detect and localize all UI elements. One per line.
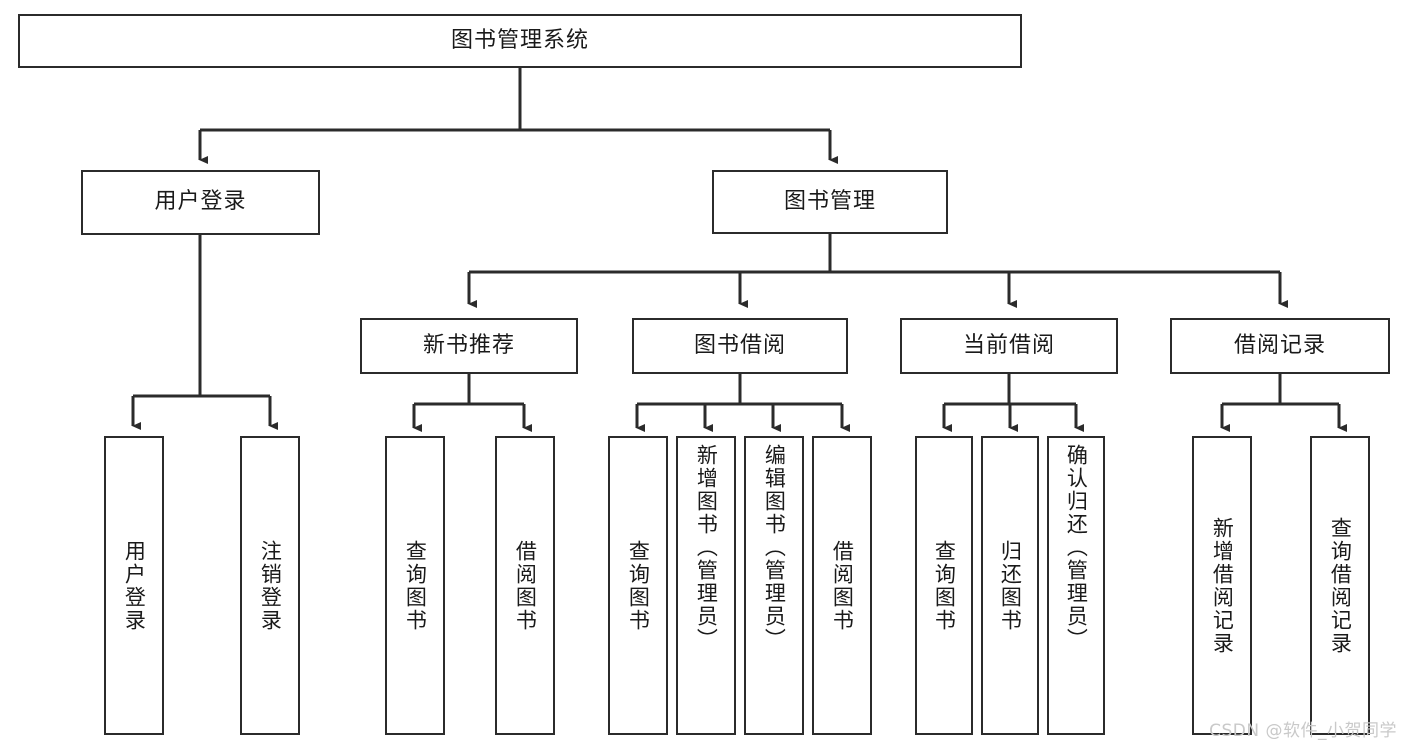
node-label: 查询图书 (626, 539, 651, 632)
node-label: 图书管理系统 (450, 27, 589, 53)
node-new-book-recommend[interactable]: 新书推荐 (360, 318, 578, 374)
node-label: 借阅图书 (830, 539, 855, 632)
csdn-watermark: CSDN @软件_小贺同学 (1209, 721, 1397, 741)
leaf-confirm-return[interactable]: 确认归还（管理员） (1047, 436, 1105, 735)
node-current-borrow[interactable]: 当前借阅 (900, 318, 1118, 374)
node-label: 用户登录 (154, 189, 247, 215)
node-label: 新书推荐 (422, 332, 515, 358)
leaf-query-book-current[interactable]: 查询图书 (915, 436, 973, 735)
leaf-query-book-recommend[interactable]: 查询图书 (385, 436, 445, 735)
node-label: 新增图书（管理员） (694, 444, 719, 651)
node-book-borrow[interactable]: 图书借阅 (632, 318, 848, 374)
leaf-query-borrow-record[interactable]: 查询借阅记录 (1310, 436, 1370, 735)
leaf-borrow-book-recommend[interactable]: 借阅图书 (495, 436, 555, 735)
node-label: 图书管理 (783, 188, 876, 214)
leaf-query-book-borrow[interactable]: 查询图书 (608, 436, 668, 735)
leaf-add-borrow-record[interactable]: 新增借阅记录 (1192, 436, 1252, 735)
node-root-system[interactable]: 图书管理系统 (18, 14, 1022, 68)
leaf-user-logout[interactable]: 注销登录 (240, 436, 300, 735)
node-label: 当前借阅 (962, 332, 1055, 358)
node-label: 图书借阅 (693, 332, 786, 358)
node-label: 借阅记录 (1233, 332, 1326, 358)
leaf-borrow-book-borrow[interactable]: 借阅图书 (812, 436, 872, 735)
leaf-add-book[interactable]: 新增图书（管理员） (676, 436, 736, 735)
node-label: 借阅图书 (513, 539, 538, 632)
leaf-return-book[interactable]: 归还图书 (981, 436, 1039, 735)
node-book-management[interactable]: 图书管理 (712, 170, 948, 234)
leaf-user-login[interactable]: 用户登录 (104, 436, 164, 735)
node-label: 查询图书 (403, 539, 428, 632)
node-label: 归还图书 (998, 539, 1023, 632)
node-label: 查询图书 (932, 539, 957, 632)
node-label: 新增借阅记录 (1210, 516, 1235, 655)
node-label: 用户登录 (122, 539, 147, 632)
node-user-login[interactable]: 用户登录 (81, 170, 320, 235)
node-label: 确认归还（管理员） (1064, 444, 1089, 651)
node-label: 注销登录 (258, 539, 283, 632)
node-label: 编辑图书（管理员） (762, 444, 787, 651)
leaf-edit-book[interactable]: 编辑图书（管理员） (744, 436, 804, 735)
node-label: 查询借阅记录 (1328, 516, 1353, 655)
node-borrow-record[interactable]: 借阅记录 (1170, 318, 1390, 374)
